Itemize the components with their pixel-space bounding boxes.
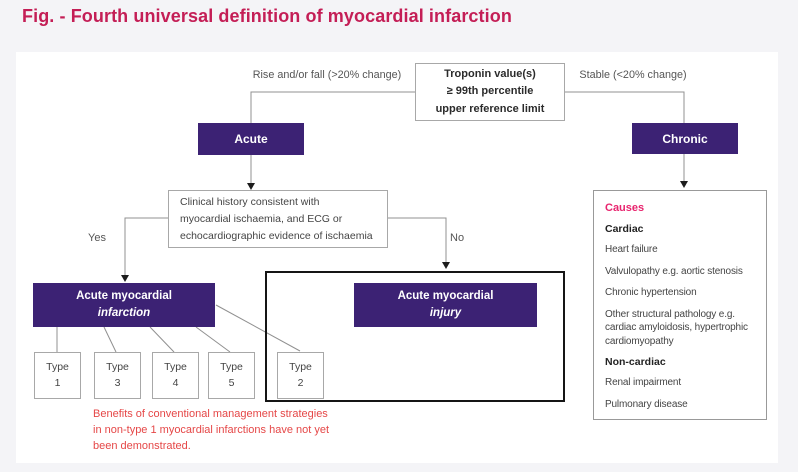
- note-line3: been demonstrated.: [93, 439, 191, 452]
- arrow-down-icon: [680, 181, 688, 188]
- figure-title: Fig. - Fourth universal definition of my…: [22, 6, 512, 26]
- acute-mi-line1: Acute myocardial: [76, 289, 172, 302]
- arrow-down-icon: [247, 183, 255, 190]
- no-label: No: [450, 232, 465, 244]
- cause-item: Valvulopathy e.g. aortic stenosis: [605, 265, 743, 277]
- stable-label: Stable (<20% change): [579, 69, 687, 81]
- arrow-down-icon: [442, 262, 450, 269]
- management-note: Benefits of conventional management stra…: [93, 407, 329, 455]
- troponin-line3: upper reference limit: [435, 102, 545, 115]
- causes-panel: Causes Cardiac Heart failure Valvulopath…: [593, 190, 767, 420]
- type-word: Type: [164, 361, 187, 374]
- type-4-box: Type 4: [152, 352, 199, 399]
- type-3-box: Type 3: [94, 352, 141, 399]
- flow-lines: [56, 91, 685, 353]
- troponin-line1: Troponin value(s): [444, 68, 536, 81]
- cardiac-header: Cardiac: [605, 223, 644, 235]
- clinical-line3: echocardiographic evidence of ischaemia: [180, 229, 373, 242]
- acute-mi-line2: infarction: [97, 307, 151, 319]
- type-5-box: Type 5: [208, 352, 255, 399]
- acute-injury-line2: injury: [429, 307, 462, 319]
- type-1-box: Type 1: [34, 352, 81, 399]
- troponin-box: Troponin value(s) ≥ 99th percentile uppe…: [415, 63, 565, 121]
- type-number: 5: [228, 376, 235, 389]
- type-word: Type: [289, 361, 312, 374]
- type-word: Type: [220, 361, 243, 374]
- acute-injury-line1: Acute myocardial: [397, 289, 494, 302]
- clinical-line1: Clinical history consistent with: [180, 195, 320, 208]
- acute-mi-box: Acute myocardial infarction: [33, 283, 215, 327]
- acute-box: Acute: [198, 123, 304, 155]
- causes-title: Causes: [605, 202, 645, 214]
- rise-fall-label: Rise and/or fall (>20% change): [252, 69, 402, 81]
- troponin-line2: ≥ 99th percentile: [446, 85, 534, 98]
- noncardiac-header: Non-cardiac: [605, 356, 666, 368]
- cause-item: Other structural pathology e.g. cardiac …: [605, 308, 748, 347]
- type-word: Type: [46, 361, 69, 374]
- chronic-box: Chronic: [632, 123, 738, 154]
- type-word: Type: [106, 361, 129, 374]
- cause-item: Chronic hypertension: [605, 287, 697, 298]
- injury-group-outline: [265, 271, 565, 402]
- clinical-line2: myocardial ischaemia, and ECG or: [180, 212, 343, 225]
- type-2-box: Type 2: [277, 352, 324, 399]
- acute-injury-box: Acute myocardial injury: [354, 283, 537, 327]
- yes-label: Yes: [88, 232, 106, 244]
- arrow-down-icon: [121, 275, 129, 282]
- cause-item: Pulmonary disease: [605, 398, 688, 410]
- type-number: 3: [114, 376, 121, 389]
- clinical-history-box: Clinical history consistent with myocard…: [168, 190, 388, 248]
- note-line2: in non-type 1 myocardial infarctions hav…: [93, 423, 330, 436]
- type-number: 4: [172, 376, 179, 389]
- note-line1: Benefits of conventional management stra…: [93, 408, 328, 420]
- type-number: 2: [297, 376, 304, 389]
- cause-item: Renal impairment: [605, 377, 681, 388]
- arrowhead-icons: [121, 181, 688, 282]
- type-number: 1: [54, 376, 61, 389]
- cause-item: Heart failure: [605, 244, 658, 255]
